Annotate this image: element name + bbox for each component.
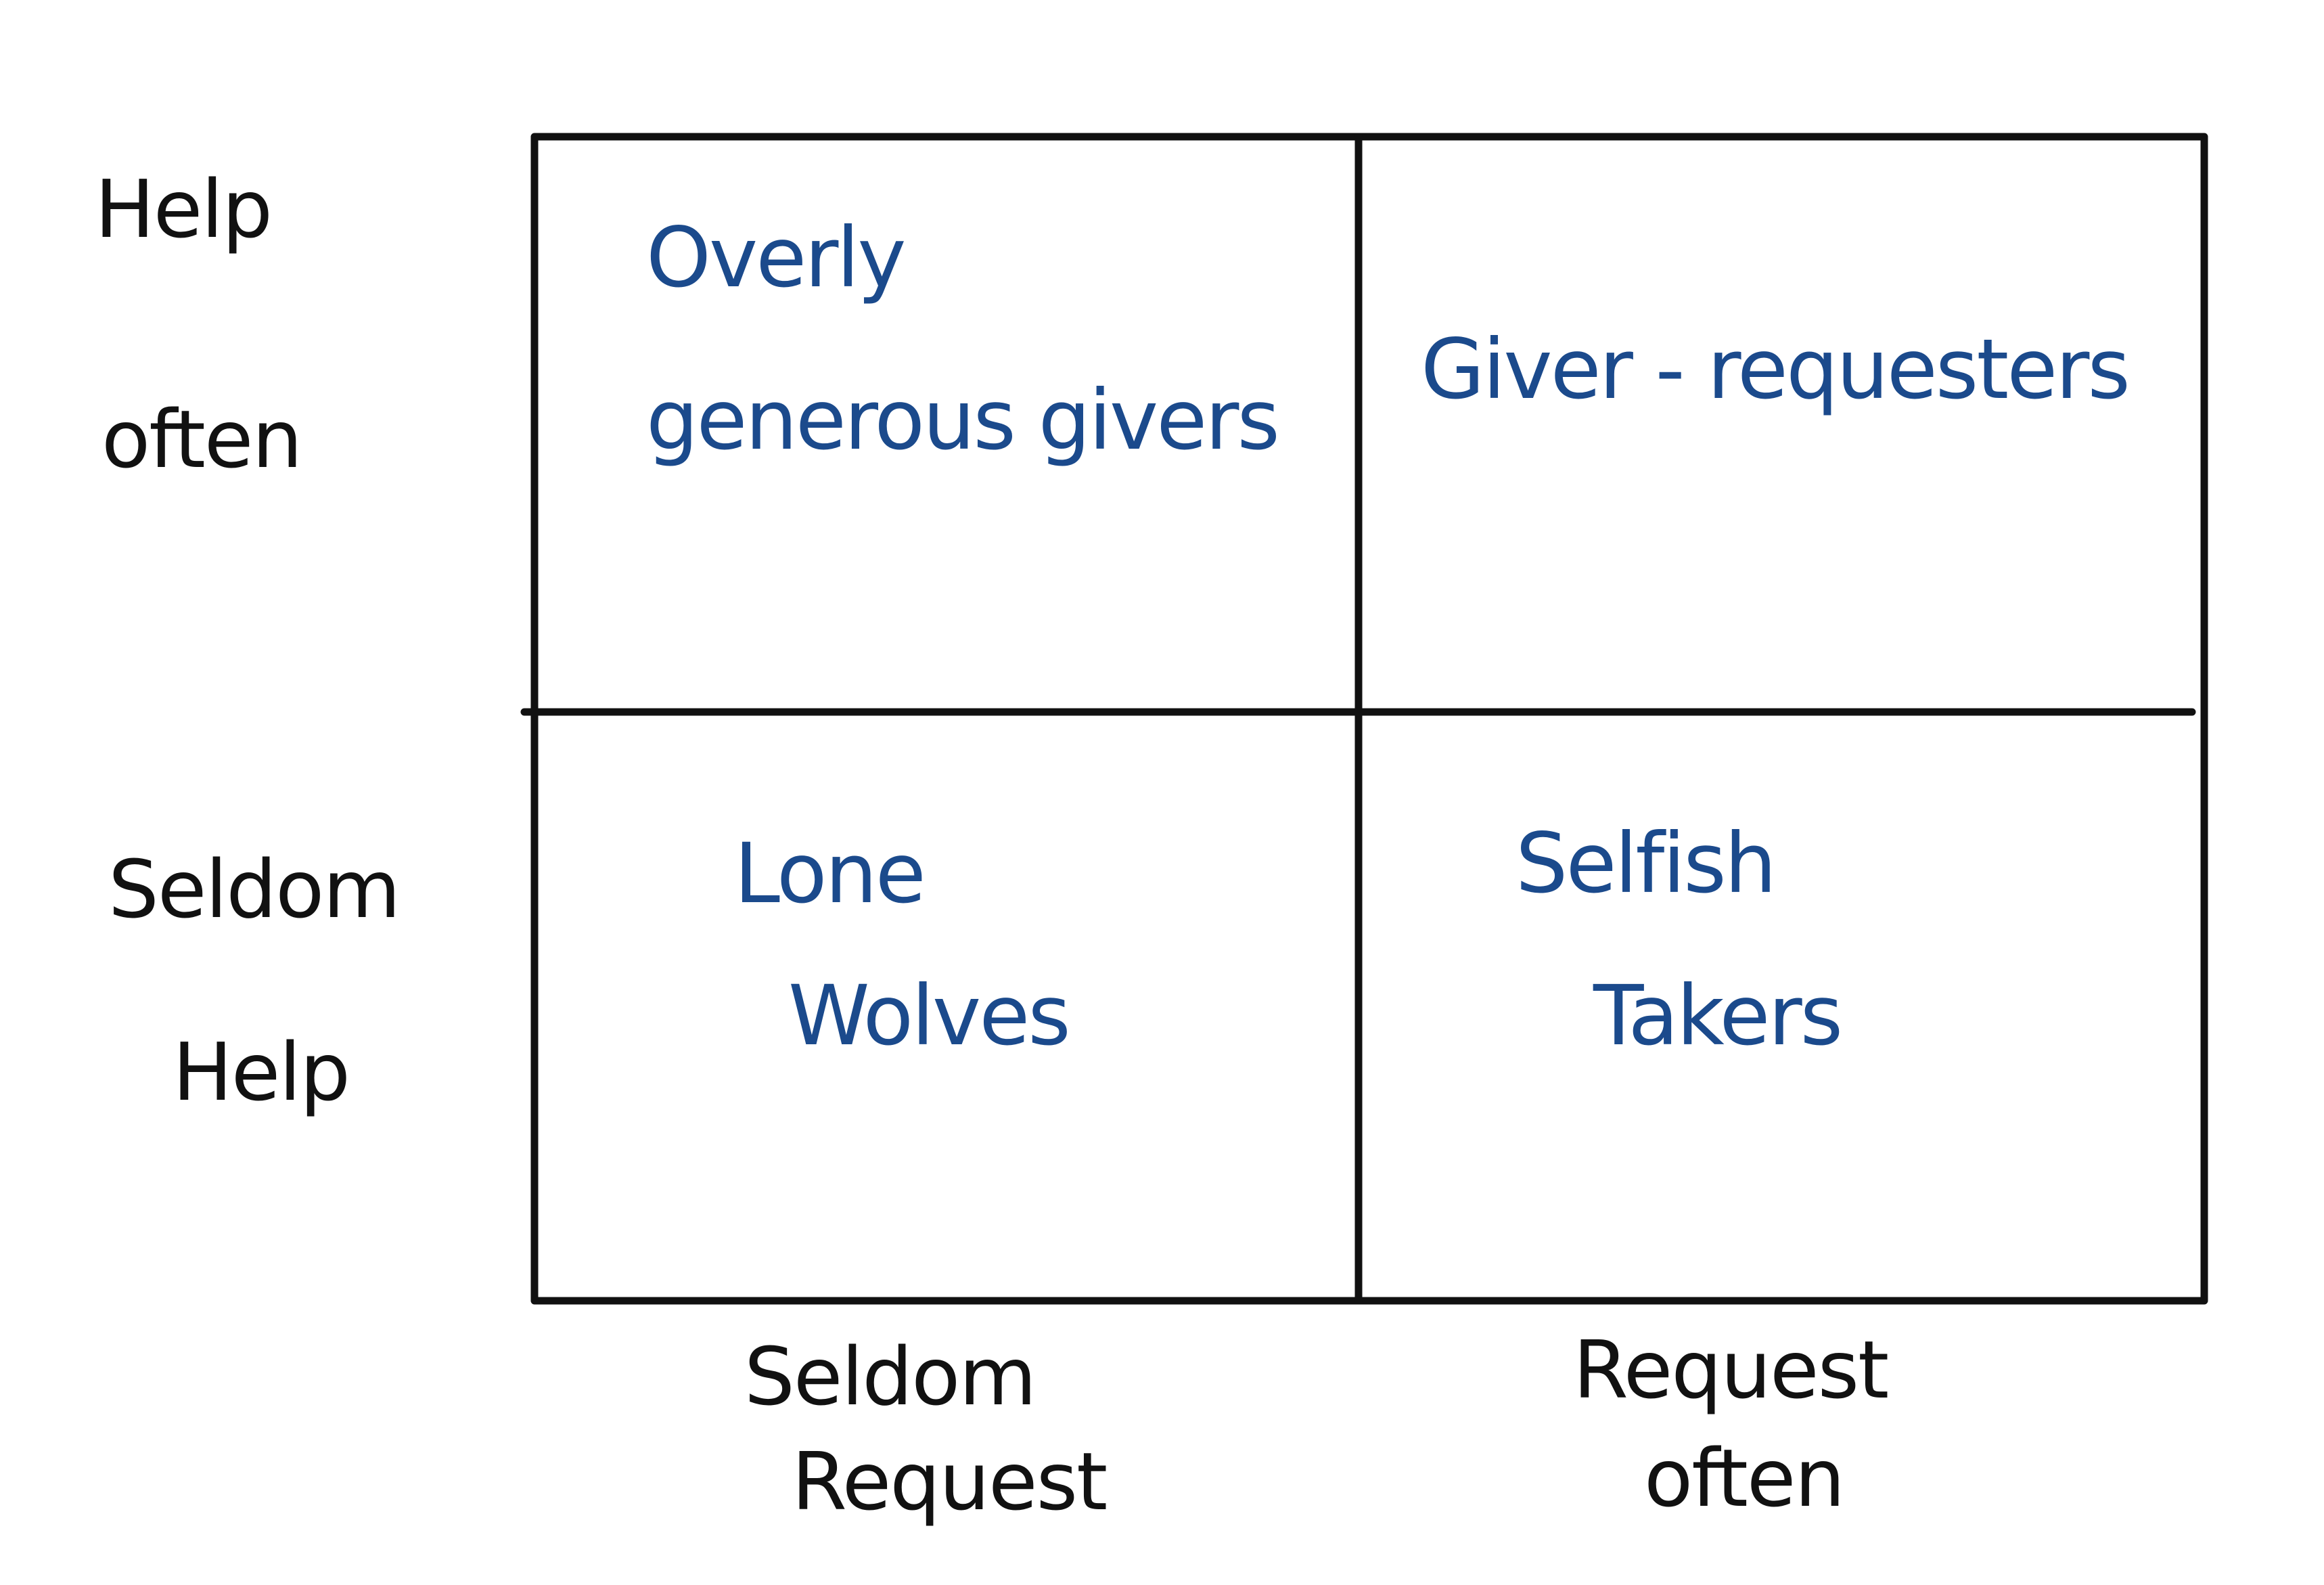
quadrant-top-right-label: Giver - requesters	[1421, 321, 2131, 418]
quadrant-bottom-left-label-line2: Wolves	[788, 968, 1071, 1064]
x-axis-left-label-line1: Seldom	[744, 1330, 1036, 1423]
x-axis-right-label-line2: often	[1644, 1431, 1845, 1525]
quadrant-bottom-right-label-line2: Takers	[1593, 968, 1843, 1064]
y-axis-top-label-line1: Help	[95, 162, 273, 256]
quadrant-top-left-label-line2: generous givers	[646, 372, 1280, 468]
quadrant-bottom-left-label-line1: Lone	[734, 826, 926, 922]
y-axis-bottom-label-line2: Help	[173, 1025, 350, 1119]
x-axis-right-label-line1: Request	[1573, 1323, 1889, 1416]
y-axis-bottom-label-line1: Seldom	[108, 843, 401, 936]
grid-outer-frame	[530, 133, 2208, 1305]
y-axis-top-label-line2: often	[101, 393, 302, 486]
x-axis-left-label-line2: Request	[792, 1435, 1108, 1528]
quadrant-top-left-label-line1: Overly	[646, 210, 907, 306]
quadrant-bottom-right-label-line1: Selfish	[1516, 816, 1777, 912]
